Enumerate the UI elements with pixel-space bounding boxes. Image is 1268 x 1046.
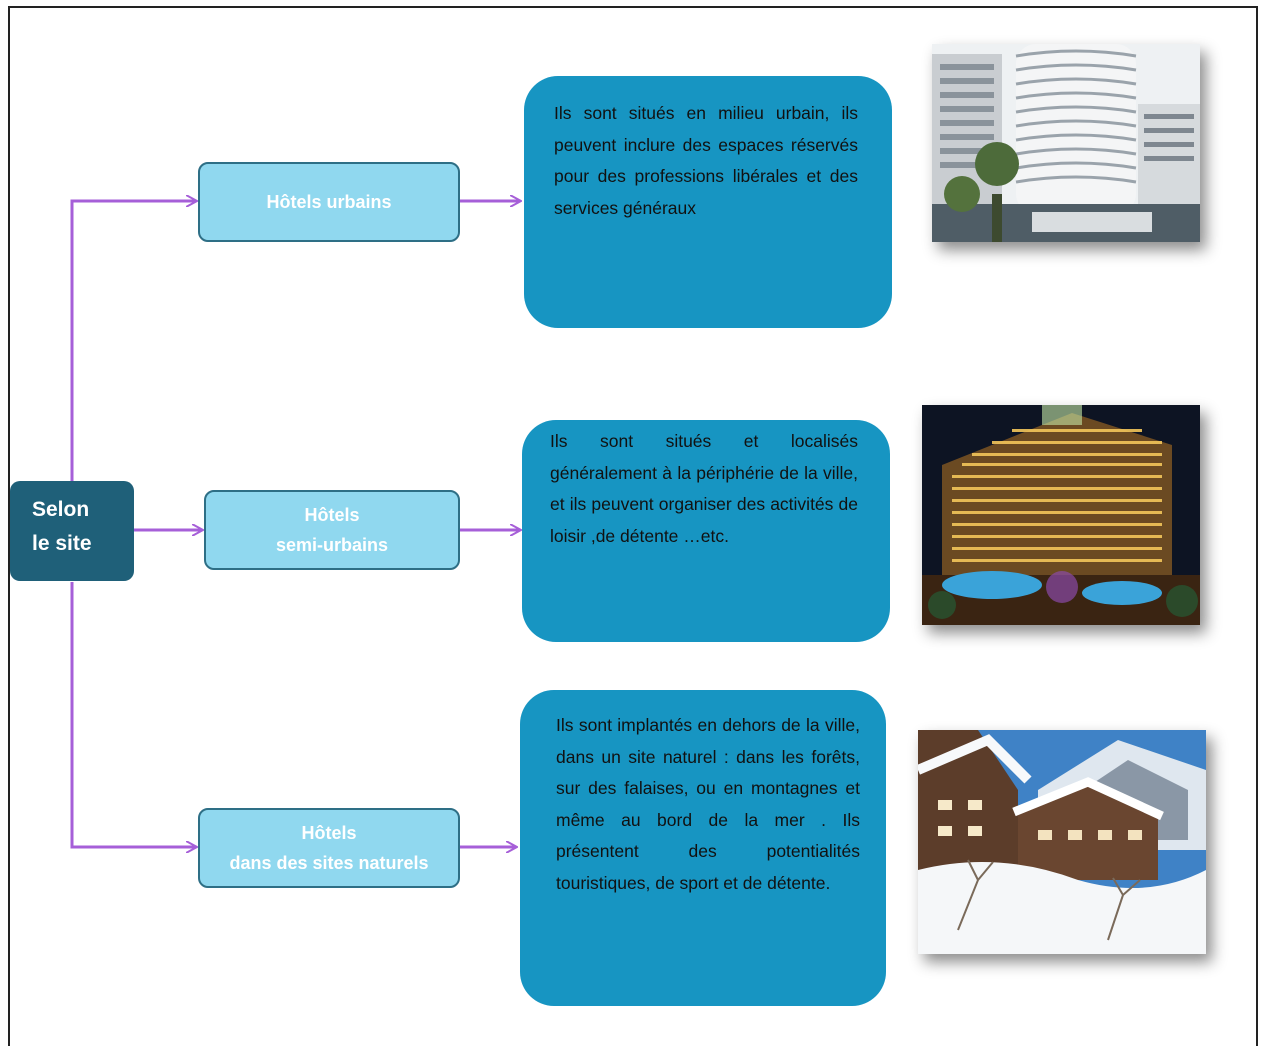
diagram-frame: [8, 6, 1258, 1046]
description-semi-urbain-text: Ils sont situés et localisés généralemen…: [550, 431, 858, 546]
root-line-1: Selon: [32, 498, 90, 521]
category-sites-naturels: Hôtels dans des sites naturels: [198, 808, 460, 888]
category-naturel-line-2: dans des sites naturels: [229, 853, 429, 873]
category-semi-urbain: Hôtels semi-urbains: [204, 490, 460, 570]
photo-urban-hotel: [932, 44, 1200, 242]
description-urbain: Ils sont situés en milieu urbain, ils pe…: [524, 76, 892, 328]
spine-upper: [70, 201, 196, 482]
urban-hotel-image: [932, 44, 1200, 242]
description-urbain-text: Ils sont situés en milieu urbain, ils pe…: [554, 103, 858, 218]
spine-lower: [70, 582, 196, 847]
description-semi-urbain: Ils sont situés et localisés généralemen…: [522, 420, 890, 642]
description-naturel-text: Ils sont implantés en dehors de la ville…: [556, 715, 860, 893]
category-semi-urbain-line-1: Hôtels: [304, 505, 360, 525]
category-semi-urbain-line-2: semi-urbains: [275, 535, 389, 555]
category-naturel-line-1: Hôtels: [301, 823, 357, 843]
root-node: Selon le site: [10, 481, 134, 581]
description-sites-naturels: Ils sont implantés en dehors de la ville…: [520, 690, 886, 1006]
root-line-2: le site: [32, 532, 92, 555]
photo-semi-urban-hotel: [922, 405, 1200, 625]
category-urbain-label: Hôtels urbains: [266, 192, 392, 212]
photo-natural-site-hotel: [918, 730, 1206, 954]
night-resort-image: [922, 405, 1200, 625]
category-urbain: Hôtels urbains: [198, 162, 460, 242]
mountain-chalet-image: [918, 730, 1206, 954]
